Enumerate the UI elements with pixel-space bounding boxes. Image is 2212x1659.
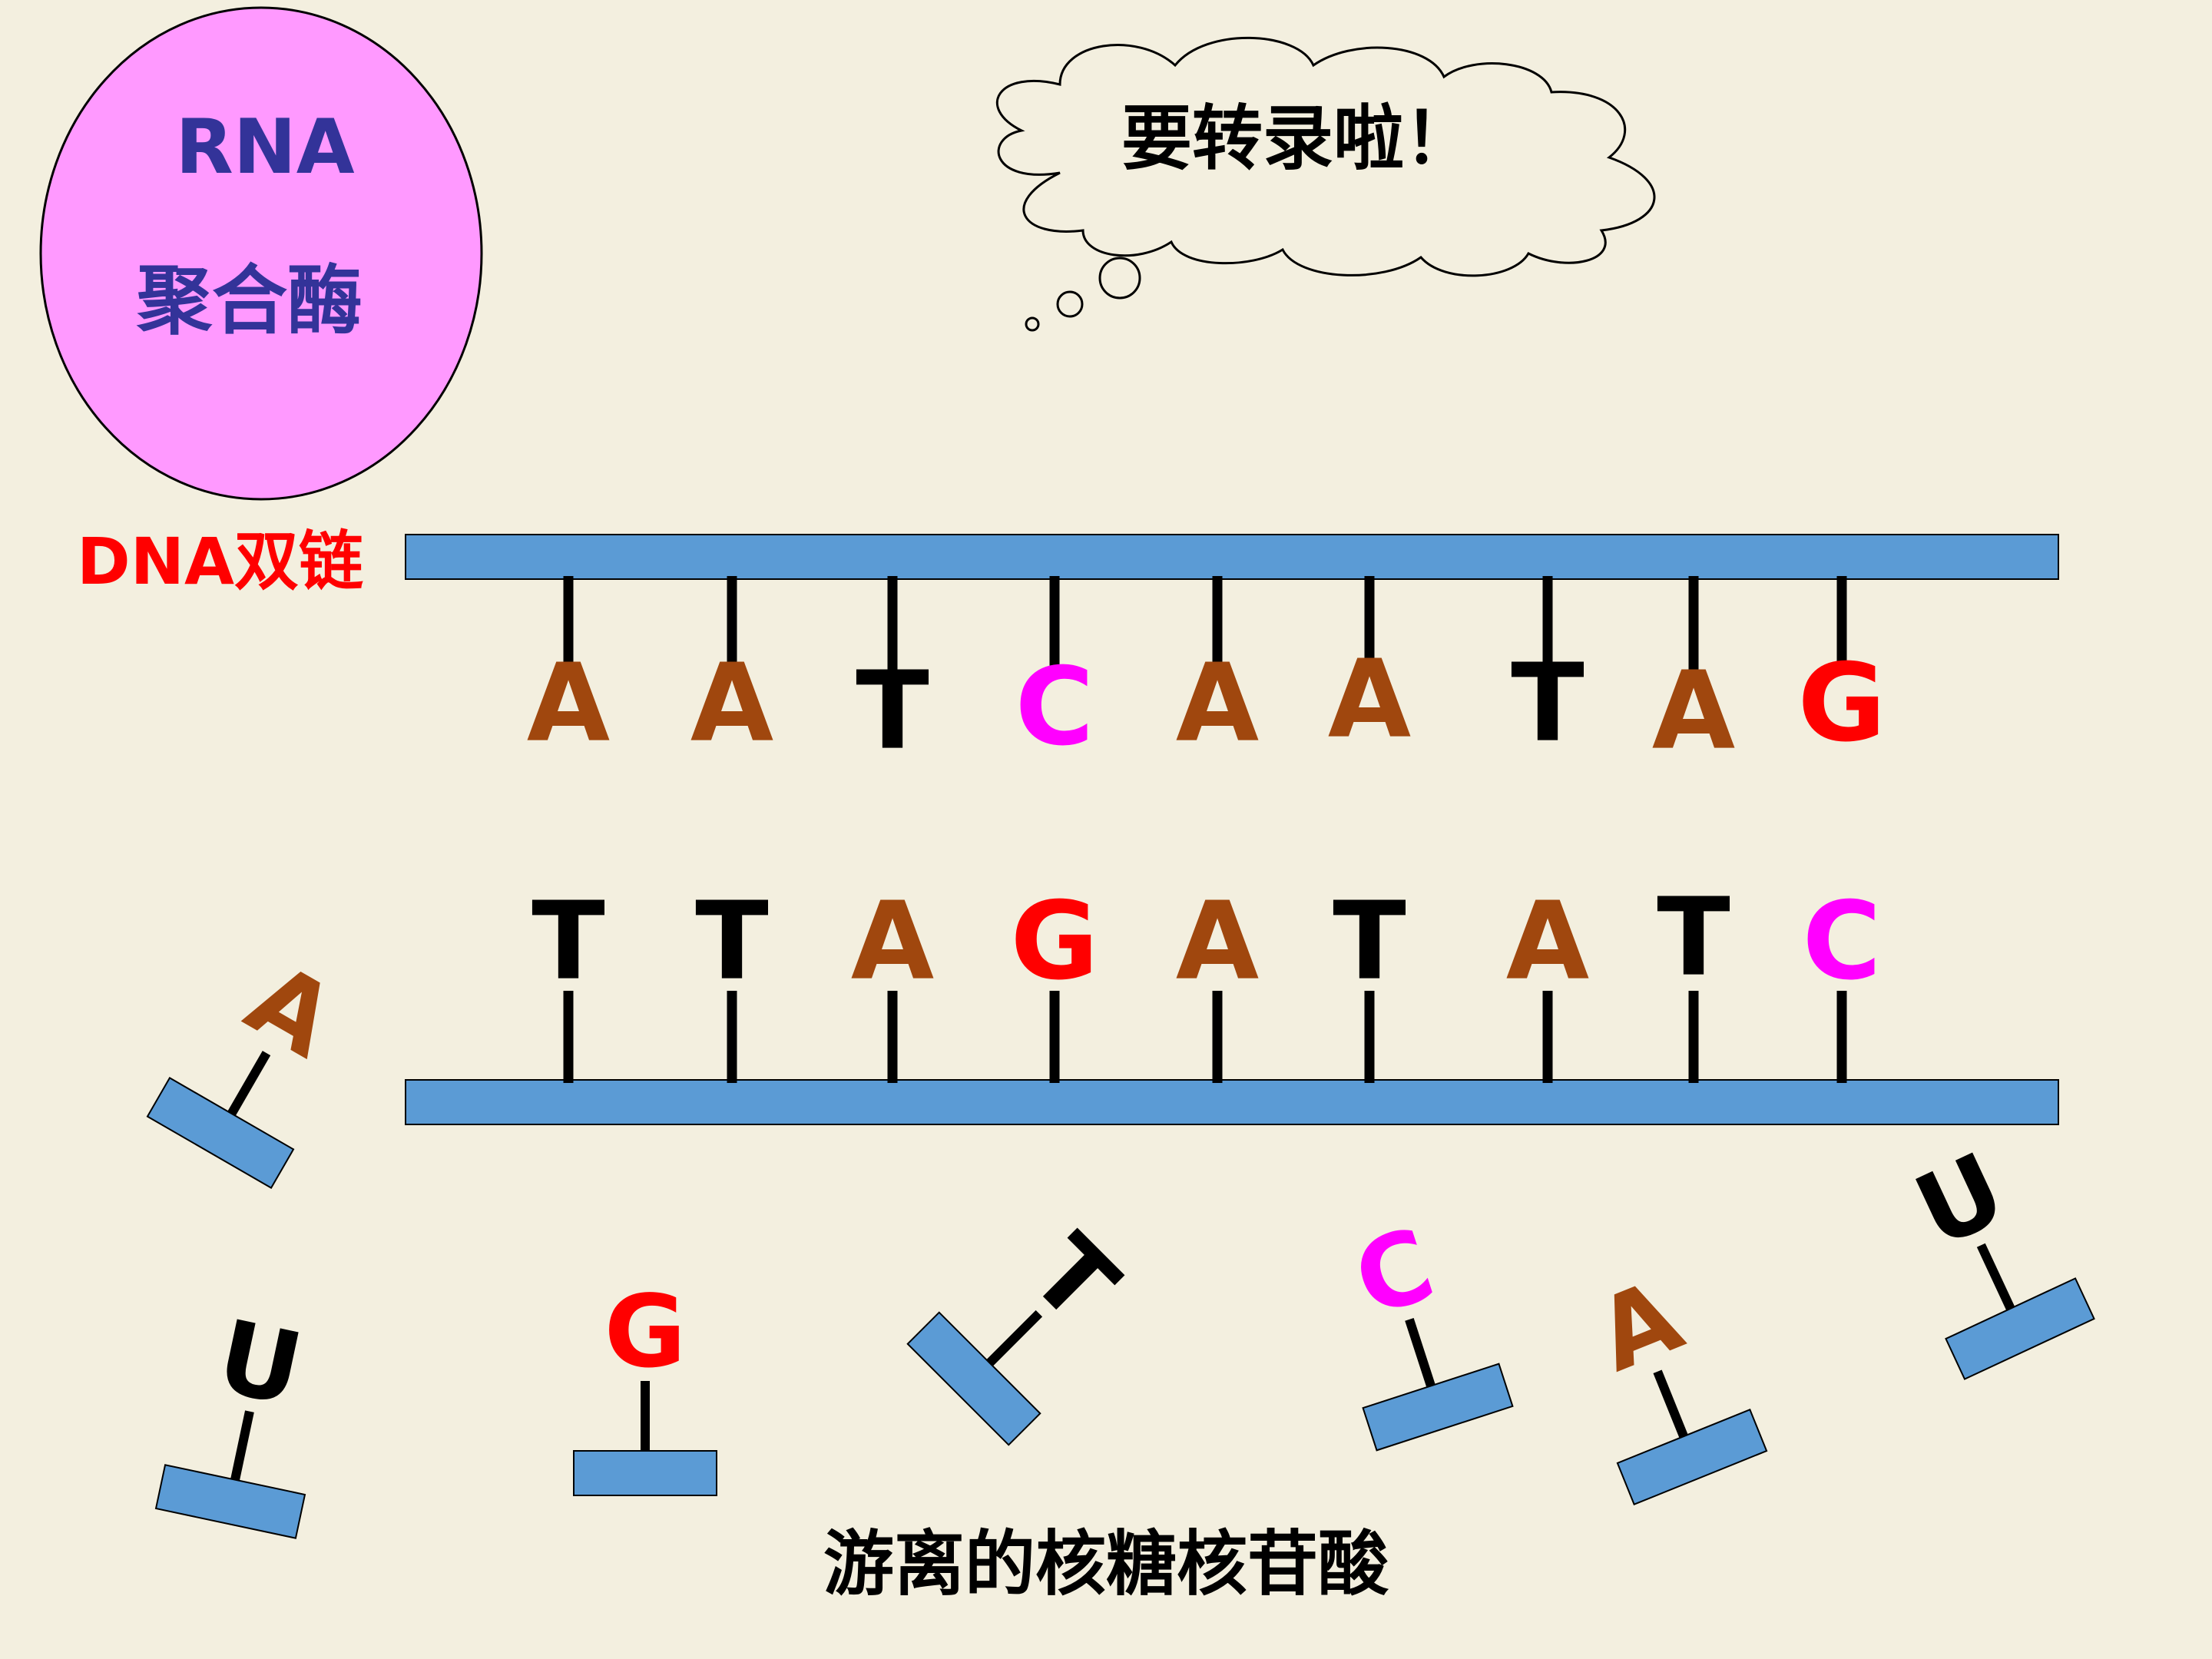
bottom-base-pair: T: [1657, 876, 1730, 1083]
free-nucleotide: G: [573, 1273, 717, 1496]
bottom-base-pair: T: [1333, 879, 1406, 1083]
bottom-base-pair: G: [1011, 879, 1099, 1083]
bottom-base-pair: C: [1803, 879, 1882, 1083]
ribose-sugar-block: [1362, 1363, 1514, 1452]
free-nucleotide: C: [1341, 1206, 1514, 1452]
free-base-letter: G: [604, 1273, 687, 1390]
thought-cloud: [996, 36, 1656, 332]
dna-bottom-backbone: [405, 1079, 2059, 1125]
bottom-base-letter: A: [851, 879, 934, 1005]
free-nucleotide: T: [906, 1214, 1139, 1446]
free-nucleotides-caption: 游离的核糖核苷酸: [823, 1523, 1389, 1605]
nucleotide-stick: [986, 1310, 1043, 1366]
ribose-sugar-block: [146, 1077, 295, 1189]
bottom-base-pair: A: [851, 879, 934, 1083]
free-nucleotide: A: [146, 940, 354, 1189]
top-base-pair: G: [1798, 576, 1886, 767]
bottom-base-pair: A: [1506, 879, 1589, 1083]
free-base-letter: A: [1581, 1257, 1697, 1395]
top-base-letter: T: [856, 649, 929, 774]
top-base-letter: C: [1015, 645, 1094, 770]
rna-polymerase-ellipse: [39, 6, 483, 501]
nucleotide-stick: [230, 1410, 254, 1481]
bottom-base-letter: T: [531, 879, 605, 1005]
nucleotide-stick: [227, 1051, 271, 1116]
bottom-base-letter: T: [1333, 879, 1406, 1005]
bottom-base-letter: C: [1803, 879, 1882, 1005]
top-base-pair: A: [1176, 576, 1259, 767]
top-base-letter: A: [1652, 649, 1735, 774]
ribose-sugar-block: [573, 1450, 717, 1496]
top-base-pair: A: [1328, 576, 1411, 763]
free-nucleotide: U: [154, 1297, 312, 1539]
nucleotide-stick: [1405, 1318, 1435, 1388]
top-base-letter: T: [1511, 641, 1584, 767]
bottom-base-letter: A: [1176, 879, 1259, 1005]
free-base-letter: U: [1899, 1131, 2022, 1270]
top-base-pair: A: [527, 576, 610, 767]
top-base-pair: C: [1015, 576, 1094, 770]
enzyme-label-polymerase: 聚合酶: [136, 257, 363, 345]
bottom-base-pair: T: [531, 879, 605, 1083]
enzyme-label-rna: RNA: [175, 104, 354, 191]
free-nucleotides: A U G T C A U: [146, 940, 2095, 1539]
top-base-letter: A: [1176, 641, 1259, 767]
free-nucleotide: A: [1581, 1257, 1768, 1506]
top-base-letter: A: [690, 641, 773, 767]
thought-text: 要转录啦！: [1121, 98, 1475, 180]
bottom-base-letter: T: [1657, 876, 1730, 1001]
bottom-base-pair: T: [695, 879, 769, 1083]
bottom-base-pair: A: [1176, 879, 1259, 1083]
top-base-letter: G: [1798, 641, 1886, 767]
nucleotide-stick: [1653, 1369, 1688, 1439]
ribose-sugar-block: [1945, 1277, 2095, 1380]
free-base-letter: A: [229, 940, 354, 1080]
free-base-letter: U: [208, 1297, 312, 1429]
dna-double-strand-label: DNA双链: [77, 524, 363, 599]
nucleotide-stick: [1976, 1243, 2015, 1311]
bottom-base-letter: T: [695, 879, 769, 1005]
top-base-pair: A: [690, 576, 773, 767]
top-base-pair: A: [1652, 576, 1735, 774]
ribose-sugar-block: [154, 1464, 306, 1539]
dna-top-backbone: [405, 534, 2059, 580]
top-base-letter: A: [527, 641, 610, 767]
free-nucleotide: U: [1899, 1131, 2095, 1380]
bottom-base-letter: G: [1011, 879, 1099, 1005]
top-base-pair: T: [1511, 576, 1584, 767]
top-base-pair: T: [856, 576, 929, 774]
ribose-sugar-block: [1616, 1408, 1768, 1506]
top-base-letter: A: [1328, 637, 1411, 763]
free-base-letter: C: [1341, 1206, 1447, 1339]
bottom-base-letter: A: [1506, 879, 1589, 1005]
